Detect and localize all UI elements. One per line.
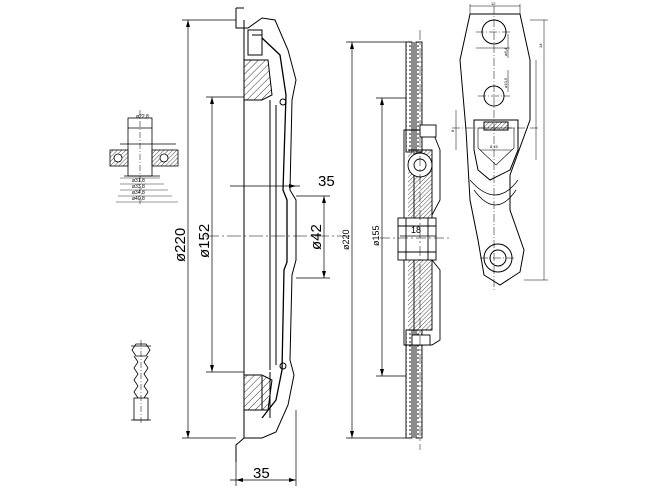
lining-top-left	[405, 41, 413, 153]
lever-outline	[459, 13, 531, 286]
bearing-dim-row3: ø34,8	[132, 190, 145, 196]
main-dimension-lines	[182, 19, 330, 486]
bearing-dim-top: ø22,8	[136, 114, 149, 120]
rivet-bottom	[279, 362, 287, 370]
dim-base-offset: 35	[253, 465, 270, 482]
lever-dimension-lines	[455, 4, 548, 281]
lever-dim-pin: ø8,4	[503, 47, 508, 56]
dim-bore-diameter: ø42	[308, 224, 325, 250]
lever-dim-hole: ø10,5	[503, 77, 508, 88]
diaphragm-spring	[261, 37, 288, 419]
dim-inner-diameter: ø152	[196, 224, 213, 258]
bearing-dim-row4: ø40,8	[132, 196, 145, 202]
disc-arrowheads	[350, 42, 384, 438]
release-lever	[459, 13, 531, 286]
lever-dim-top: 12	[491, 1, 496, 6]
lever-dim-right: 14	[538, 43, 543, 48]
spring-body	[133, 355, 139, 399]
rim-bottom-hatch	[243, 374, 273, 411]
spring-detail	[131, 340, 151, 424]
rim-top-hatch	[243, 59, 273, 101]
disc-dimension-lines	[346, 41, 436, 439]
pressure-plate-section	[235, 7, 297, 462]
lever-dim-slot: 8,15	[490, 144, 499, 149]
hub-spline	[397, 217, 437, 261]
disc-dim-inner: ø155	[371, 225, 381, 246]
disc-dim-hub-width: 18	[411, 225, 421, 235]
bearing-dim-row1: ø31,8	[132, 178, 145, 184]
disc-center-line	[380, 30, 450, 450]
dim-outer-diameter: ø220	[172, 228, 189, 262]
lining-bottom-left	[405, 329, 413, 439]
disc-dim-outer: ø220	[341, 229, 351, 250]
lever-slot	[473, 119, 519, 181]
rivet-top	[279, 98, 287, 106]
bearing-dim-row2: ø33,8	[132, 184, 145, 190]
lever-center-lines	[452, 6, 540, 290]
pressure-plate-outline	[235, 8, 297, 462]
lining-bottom-right	[415, 329, 423, 439]
lever-dim-left: 8	[450, 129, 455, 132]
clutch-disc-section	[397, 41, 441, 439]
dim-hub-offset: 35	[318, 173, 335, 190]
bearing-detail	[109, 110, 179, 205]
main-arrowheads	[186, 20, 326, 482]
